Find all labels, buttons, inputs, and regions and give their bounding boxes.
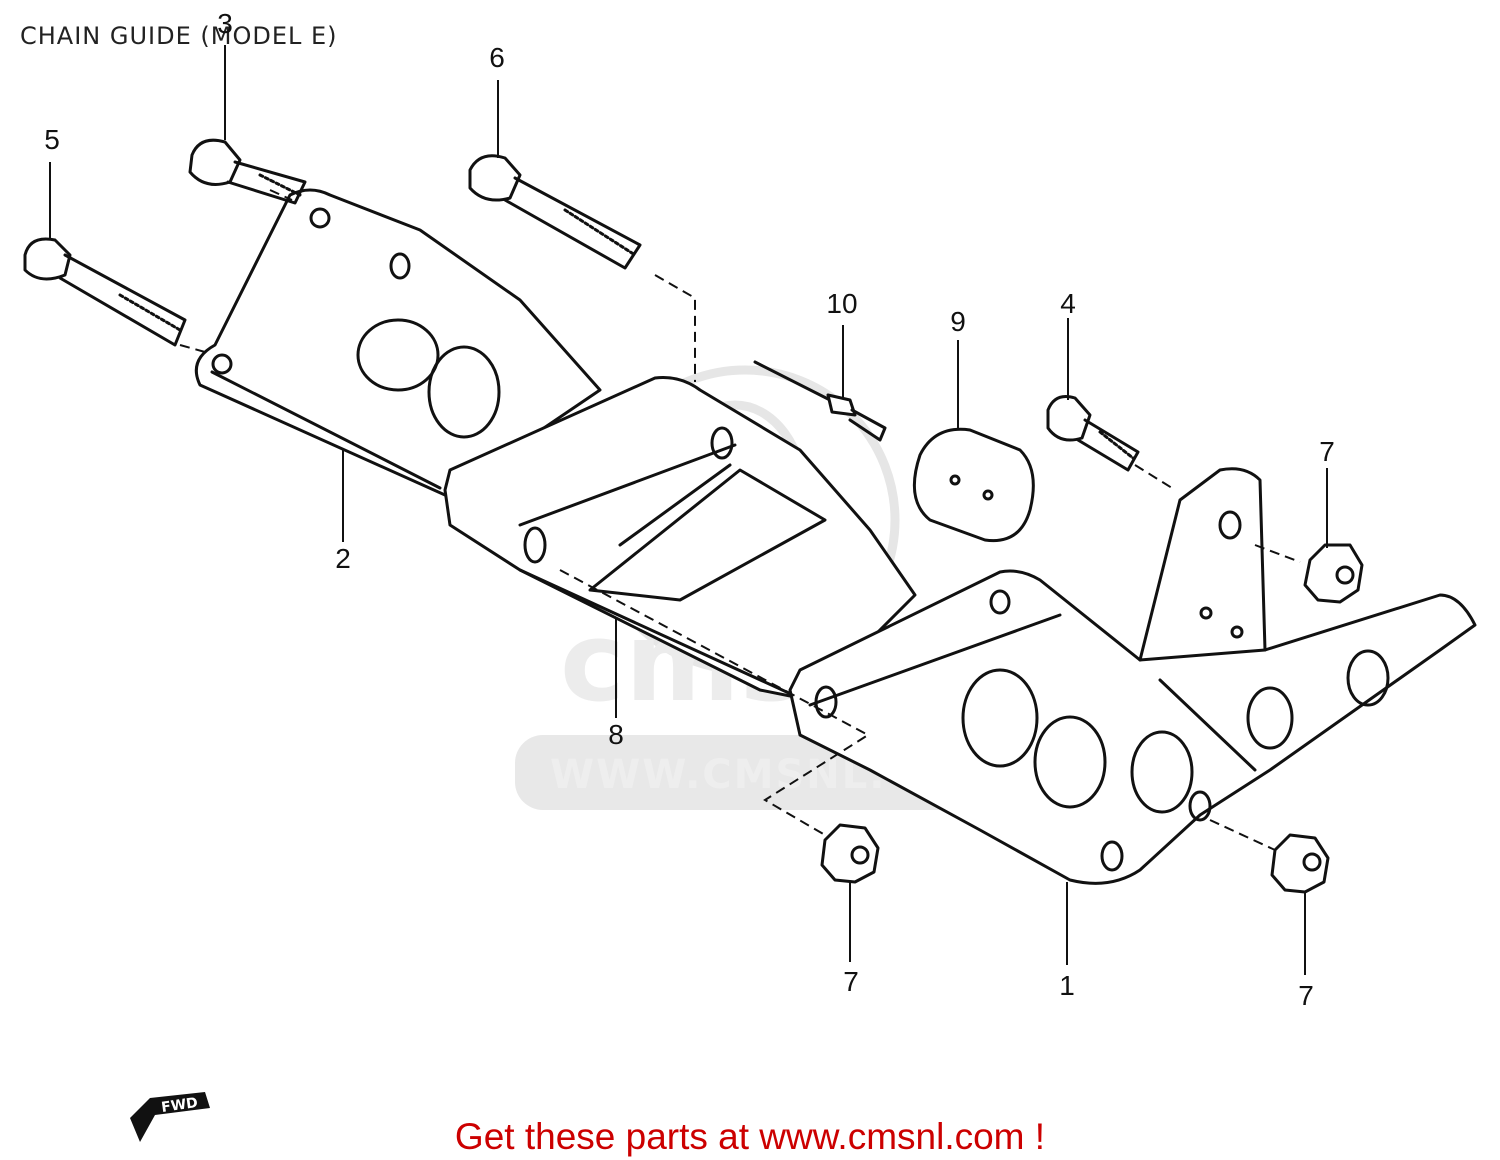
- callout-2: 2: [335, 543, 351, 574]
- part-7-nut-lower-right: [1270, 833, 1330, 894]
- callout-7-lower-left: 7: [843, 966, 859, 997]
- callout-1: 1: [1059, 970, 1075, 1001]
- part-3-short-bolt: [188, 138, 307, 205]
- callout-7-upper-right: 7: [1319, 436, 1335, 467]
- part-7-nut-right-upper: [1303, 543, 1364, 604]
- part-5-long-bolt: [23, 237, 187, 347]
- part-10-pin: [753, 360, 887, 442]
- part-7-nut-lower-left: [820, 823, 880, 884]
- callout-10: 10: [826, 288, 858, 319]
- callout-7-lower-right: 7: [1298, 980, 1314, 1011]
- callout-4: 4: [1060, 288, 1076, 319]
- part-4-short-bolt: [1046, 395, 1140, 472]
- part-1-chain-guide: [788, 467, 1477, 885]
- callout-3: 3: [217, 8, 233, 39]
- part-8-guide-block: [443, 376, 917, 707]
- part-6-long-bolt: [468, 154, 642, 270]
- callout-8: 8: [608, 719, 624, 750]
- fwd-label: FWD: [160, 1095, 199, 1116]
- part-9-rubber-pad: [912, 427, 1035, 543]
- callout-9: 9: [950, 306, 966, 337]
- callout-5: 5: [44, 124, 60, 155]
- footer-link-text[interactable]: Get these parts at www.cmsnl.com !: [454, 1116, 1046, 1157]
- diagram-title: CHAIN GUIDE (MODEL E): [20, 22, 338, 50]
- fwd-arrow-icon: FWD: [130, 1092, 210, 1142]
- callout-6: 6: [489, 42, 505, 73]
